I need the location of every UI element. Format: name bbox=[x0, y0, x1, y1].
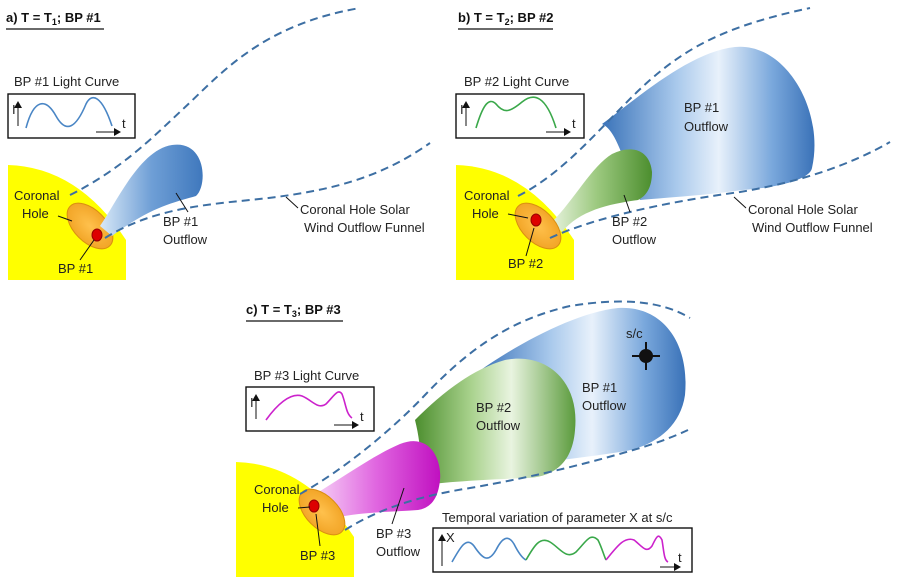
panel-b-light-curve bbox=[475, 96, 557, 129]
temporal-series-bp2 bbox=[525, 536, 607, 561]
panel-a-light-curve-box bbox=[7, 93, 136, 139]
panel-c-light-curve-box bbox=[245, 386, 375, 432]
temporal-variation-box bbox=[432, 527, 693, 573]
panel-c-bright-point bbox=[308, 499, 320, 513]
panel-a-bp-label: BP #1 bbox=[58, 261, 93, 276]
panel-a-funnel-lower bbox=[104, 142, 431, 239]
panel-a-intensity-label: I bbox=[12, 102, 16, 117]
panel-c-time-label: t bbox=[360, 409, 364, 424]
panel-b-bp2-outflow bbox=[552, 149, 652, 232]
panel-b-funnel-label-2: Wind Outflow Funnel bbox=[752, 220, 873, 235]
panel-c-bp2-outflow-label-2: Outflow bbox=[476, 418, 521, 433]
panel-c-bp1-outflow bbox=[478, 307, 686, 460]
panel-c-coronal-hole-pointer bbox=[297, 506, 311, 509]
panel-c-light-curve bbox=[265, 391, 353, 421]
panel-c-bp1-outflow-label-2: Outflow bbox=[582, 398, 627, 413]
panel-b-funnel-label-1: Coronal Hole Solar bbox=[748, 202, 859, 217]
panel-b-bp1-outflow bbox=[602, 46, 815, 200]
panel-a-funnel-upper bbox=[69, 7, 361, 196]
panel-a-bp1-outflow-label-2: Outflow bbox=[163, 232, 208, 247]
panel-b-bp2-outflow-label-2: Outflow bbox=[612, 232, 657, 247]
panel-c-bp1-outflow-label-1: BP #1 bbox=[582, 380, 617, 395]
panel-c-bp3-outflow-pointer bbox=[391, 487, 405, 525]
panel-a-coronal-hole-label-2: Hole bbox=[22, 206, 49, 221]
panel-b-intensity-label: I bbox=[460, 102, 464, 117]
panel-c-bp3-outflow-label-2: Outflow bbox=[376, 544, 421, 559]
panel-b-bp-label: BP #2 bbox=[508, 256, 543, 271]
spacecraft-label: s/c bbox=[626, 326, 643, 341]
panel-c-coronal-hole-label-2: Hole bbox=[262, 500, 289, 515]
temporal-series-bp1 bbox=[451, 537, 527, 563]
panel-a-funnel-label-2: Wind Outflow Funnel bbox=[304, 220, 425, 235]
panel-a-bp1-outflow-label-1: BP #1 bbox=[163, 214, 198, 229]
panel-b-coronal-hole-label-1: Coronal bbox=[464, 188, 510, 203]
panel-b-light-curve-box bbox=[455, 93, 585, 139]
panel-b-funnel-upper bbox=[517, 7, 811, 197]
panel-a-bp1-outflow-pointer bbox=[175, 192, 189, 213]
panel-b-bright-point bbox=[530, 213, 542, 227]
panel-b-funnel-pointer bbox=[733, 196, 747, 209]
panel-c-bp2-outflow bbox=[415, 358, 576, 486]
panel-a-bp1-outflow bbox=[100, 144, 203, 236]
temporal-variation-label: Temporal variation of parameter X at s/c bbox=[442, 510, 673, 525]
panel-b-bp1-outflow-label-1: BP #1 bbox=[684, 100, 719, 115]
panel-c-sun-limb bbox=[236, 462, 354, 577]
panel-c-bp-pointer bbox=[315, 513, 321, 547]
panel-a-funnel-label-1: Coronal Hole Solar bbox=[300, 202, 411, 217]
panel-a-bright-point bbox=[91, 228, 103, 242]
parameter-label: X bbox=[446, 530, 455, 545]
spacecraft-icon bbox=[632, 342, 660, 370]
panel-b-bp-pointer bbox=[525, 227, 535, 257]
panel-b-time-label: t bbox=[572, 116, 576, 131]
panel-a-time-label: t bbox=[122, 116, 126, 131]
panel-b-bp1-outflow-label-2: Outflow bbox=[684, 119, 729, 134]
panel-c-intensity-label: I bbox=[250, 395, 254, 410]
temporal-time-label: t bbox=[678, 550, 682, 565]
panel-b-bp2-outflow-label-1: BP #2 bbox=[612, 214, 647, 229]
panel-a-title: a) T = T1; BP #1 bbox=[6, 10, 101, 27]
panel-c: c) T = T3; BP #3 BP #3 Light Curve I t s… bbox=[236, 300, 693, 577]
panel-b-coronal-hole-pointer bbox=[507, 213, 529, 219]
panel-c-funnel-upper bbox=[299, 300, 691, 495]
panel-b-light-curve-label: BP #2 Light Curve bbox=[464, 74, 569, 89]
panel-b-coronal-hole-label-2: Hole bbox=[472, 206, 499, 221]
panel-a-sun-limb bbox=[8, 165, 126, 280]
panel-a-light-curve-label: BP #1 Light Curve bbox=[14, 74, 119, 89]
panel-c-bp-label: BP #3 bbox=[300, 548, 335, 563]
panel-c-bp3-outflow-label-1: BP #3 bbox=[376, 526, 411, 541]
panel-c-bp2-outflow-label-1: BP #2 bbox=[476, 400, 511, 415]
panel-c-coronal-hole-label-1: Coronal bbox=[254, 482, 300, 497]
panel-a-coronal-hole-pointer bbox=[57, 215, 73, 222]
panel-a-funnel-pointer bbox=[285, 196, 299, 209]
temporal-series-bp3 bbox=[605, 535, 669, 563]
panel-a-coronal-hole-label-1: Coronal bbox=[14, 188, 60, 203]
panel-a-light-curve bbox=[25, 96, 113, 129]
panel-b-title: b) T = T2; BP #2 bbox=[458, 10, 553, 27]
panel-a: a) T = T1; BP #1 BP #1 Light Curve I t C… bbox=[6, 7, 431, 280]
panel-b: b) T = T2; BP #2 BP #2 Light Curve I t C… bbox=[455, 7, 891, 280]
panel-c-light-curve-label: BP #3 Light Curve bbox=[254, 368, 359, 383]
panel-c-title: c) T = T3; BP #3 bbox=[246, 302, 341, 319]
panel-a-bp-pointer bbox=[79, 239, 95, 261]
panel-c-bp3-outflow bbox=[312, 441, 441, 518]
panel-b-bp2-outflow-pointer bbox=[623, 194, 631, 213]
panel-b-funnel-lower bbox=[549, 141, 891, 239]
panel-b-sun-limb bbox=[456, 165, 574, 280]
